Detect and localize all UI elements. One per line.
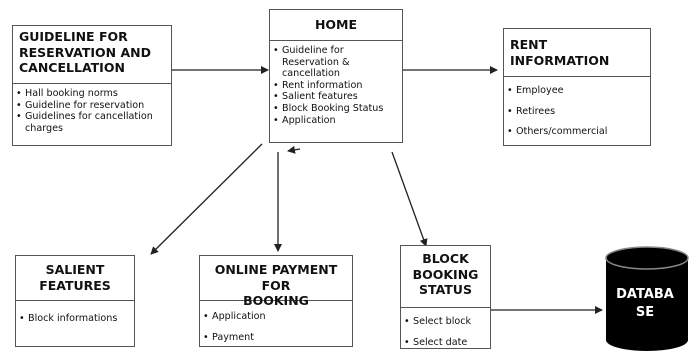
rent-box: RENT INFORMATION Employee Retirees Other… [503,28,651,146]
list-item: Hall booking norms [13,88,171,100]
guideline-title: GUIDELINE FOR RESERVATION AND CANCELLATI… [13,26,171,84]
list-item: Block Booking Status [270,103,402,115]
guideline-box: GUIDELINE FOR RESERVATION AND CANCELLATI… [12,25,172,146]
list-item-continuation: charges [25,122,64,134]
list-item: Application [270,115,402,127]
list-item: Employee [504,85,650,97]
salient-title: SALIENT FEATURES [16,256,134,301]
payment-title: ONLINE PAYMENT FOR BOOKING [200,256,352,308]
salient-box: SALIENT FEATURES Block informations [15,255,135,347]
list-item: Others/commercial [504,126,650,138]
rent-list: Employee Retirees Others/commercial [504,77,650,138]
guideline-title-line: CANCELLATION [19,60,125,75]
list-item: Guideline for reservation [13,100,171,112]
payment-box: ONLINE PAYMENT FOR BOOKING Application P… [199,255,353,347]
block-status-list: Select block Select date [401,308,490,348]
database-label: DATABA SE [611,286,679,322]
home-box: HOME Guideline for Reservation & cancell… [269,9,403,143]
payment-list: Application Payment [200,301,352,343]
database-label-line: SE [635,305,655,320]
home-list: Guideline for Reservation & cancellation… [270,41,402,126]
list-item: Salient features [270,91,402,103]
guideline-title-line: GUIDELINE FOR [19,29,128,44]
salient-list: Block informations [16,301,134,325]
list-item: Guideline for [270,45,402,57]
list-item: Application [200,311,352,323]
salient-title-line: SALIENT [45,262,105,277]
list-item: Guidelines for cancellation [13,111,171,123]
list-item: Block informations [16,313,134,325]
list-item: Select block [401,316,490,328]
guideline-list: Hall booking norms Guideline for reserva… [13,84,171,134]
list-item-continuation: cancellation [282,68,340,80]
payment-title-line: BOOKING [243,293,309,308]
block-status-box: BLOCK BOOKING STATUS Select block Select… [400,245,491,349]
rent-title: RENT INFORMATION [504,29,650,77]
block-status-title-line: STATUS [419,282,472,297]
list-item: Rent information [270,80,402,92]
arrow-back-to-home [287,145,301,154]
arrow-home-to-block [391,151,428,247]
home-title: HOME [270,10,402,41]
database-cylinder [605,246,689,351]
list-item: Retirees [504,106,650,118]
block-status-title-line: BOOKING [412,266,479,282]
database-label-line: DATABA [616,287,674,302]
block-status-title: BLOCK BOOKING STATUS [401,246,490,308]
list-item: Select date [401,337,490,349]
list-item: Payment [200,332,352,344]
list-item-continuation: Reservation & [282,56,350,68]
arrow-home-to-salient [150,143,263,255]
block-status-title-line: BLOCK [422,251,469,266]
guideline-title-line: RESERVATION AND [19,44,151,60]
payment-title-line: ONLINE PAYMENT FOR [214,262,338,293]
salient-title-line: FEATURES [39,277,111,293]
